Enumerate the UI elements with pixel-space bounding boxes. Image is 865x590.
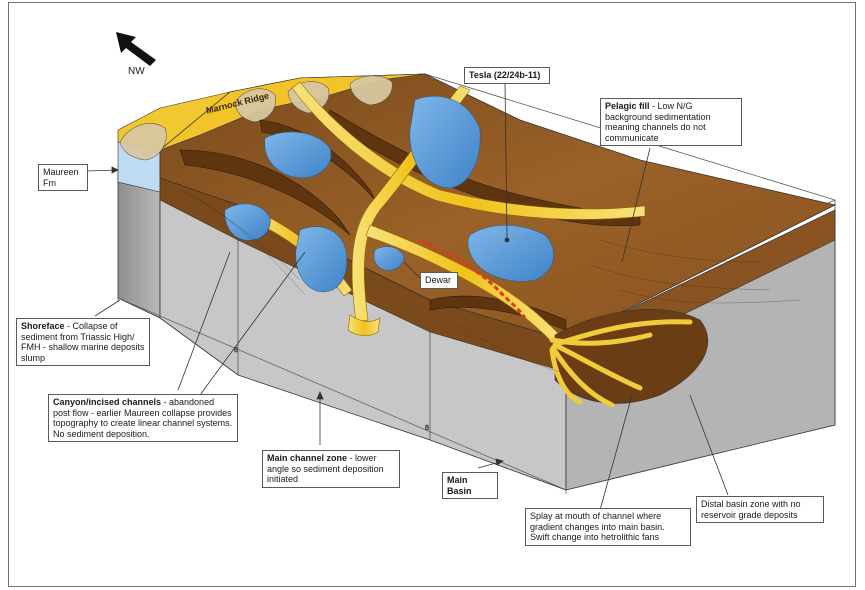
maureen-fm-label: Maureen Fm [38,164,88,191]
north-west-arrow-icon [116,32,156,66]
main-channel-title: Main channel zone [267,453,347,463]
splay-callout: Splay at mouth of channel where gradient… [525,508,691,546]
svg-text:8: 8 [425,425,429,432]
canyon-title: Canyon/incised channels [53,397,161,407]
shoreface-title: Shoreface [21,321,65,331]
pelagic-fill-callout: Pelagic fill - Low N/G background sedime… [600,98,742,146]
shoreface-callout: Shoreface - Collapse of sediment from Tr… [16,318,150,366]
compass-label: NW [128,66,145,77]
main-basin-label: Main Basin [442,472,498,499]
pelagic-fill-title: Pelagic fill [605,101,650,111]
dewar-label: Dewar [420,272,458,289]
block-left-face [118,170,160,318]
main-channel-callout: Main channel zone - lower angle so sedim… [262,450,400,488]
canyon-channels-callout: Canyon/incised channels - abandoned post… [48,394,238,442]
tesla-well-label: Tesla (22/24b-11) [464,67,550,84]
distal-basin-callout: Distal basin zone with no reservoir grad… [696,496,824,523]
